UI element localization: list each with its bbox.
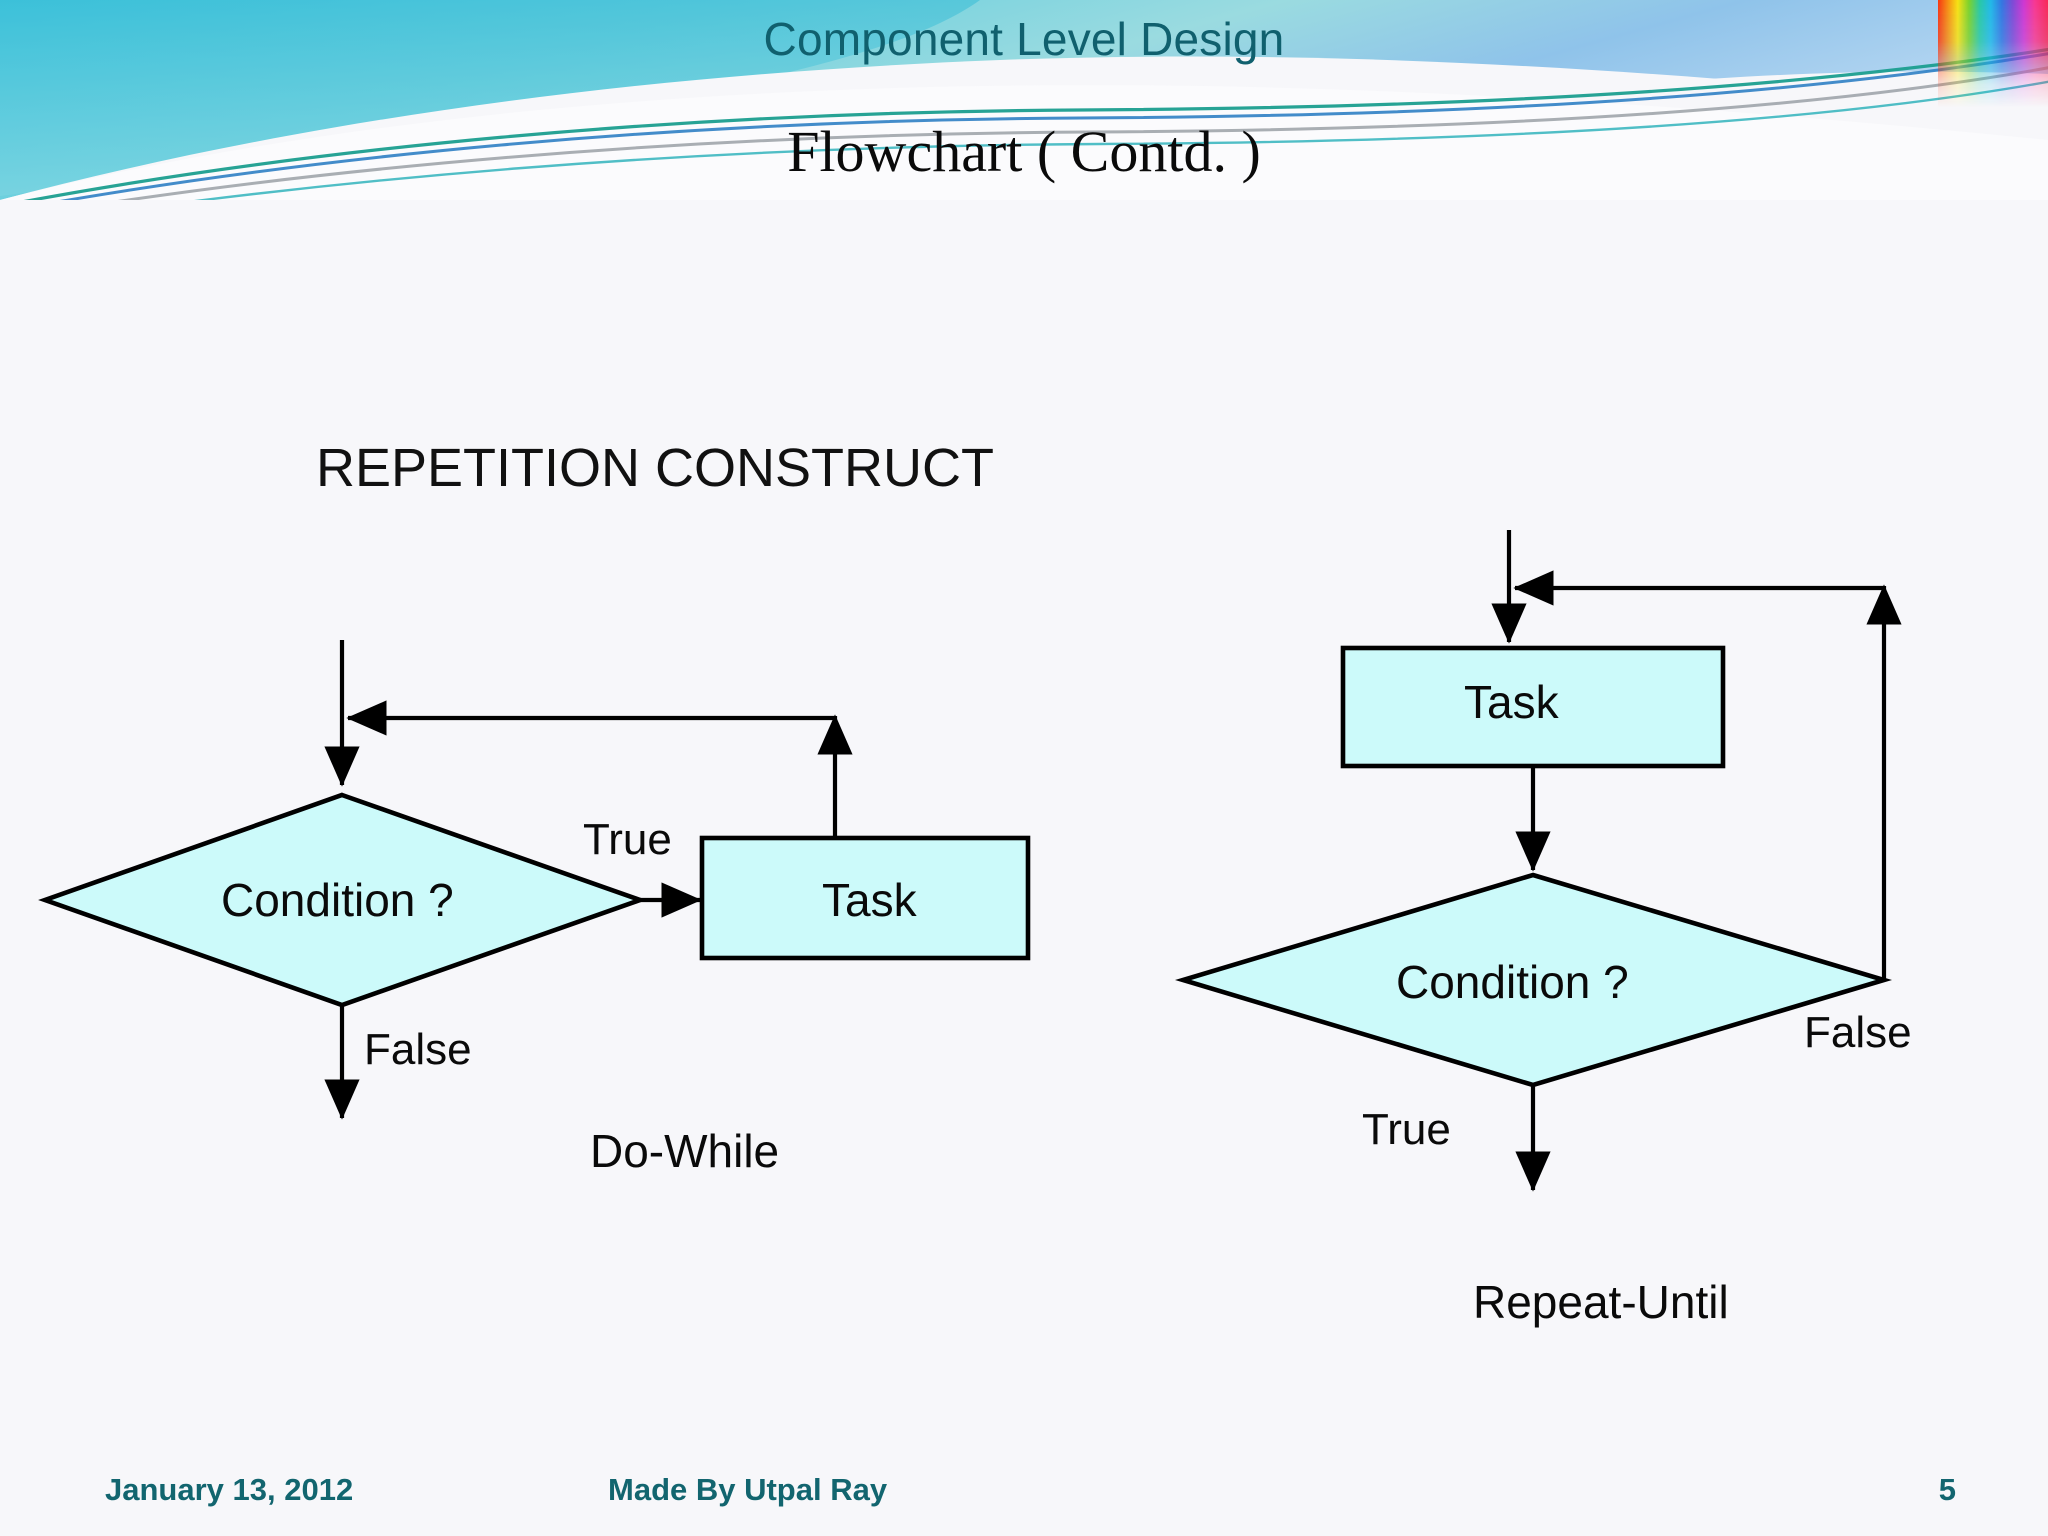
repeat-until-true-label: True [1362,1105,1451,1154]
repeat-until-process-label: Task [1464,676,1559,728]
footer-page-number: 5 [1938,1472,1956,1507]
header-decoration-band [0,0,2048,200]
repeat-until-caption: Repeat-Until [1473,1276,1729,1328]
repeat-until-process-shape [1340,645,1726,769]
do-while-false-label: False [364,1025,472,1074]
do-while-diagram [38,640,1031,1120]
rainbow-accent-strip [1938,0,2048,108]
repeat-until-false-label: False [1804,1008,1912,1057]
repeat-until-diagram [1174,530,1902,1192]
do-while-process-label: Task [822,874,917,926]
header-swoosh-graphic [0,0,2048,200]
page-title: Component Level Design [763,13,1285,65]
slide-subtitle: Flowchart ( Contd. ) [787,119,1261,184]
do-while-decision-label: Condition ? [221,874,454,926]
repeat-until-decision-label: Condition ? [1396,956,1629,1008]
do-while-true-label: True [583,815,672,864]
do-while-process-shape [699,835,1031,961]
footer-author: Made By Utpal Ray [608,1472,888,1507]
section-heading: REPETITION CONSTRUCT [315,438,994,498]
footer-date: January 13, 2012 [105,1472,354,1507]
do-while-caption: Do-While [590,1125,780,1177]
